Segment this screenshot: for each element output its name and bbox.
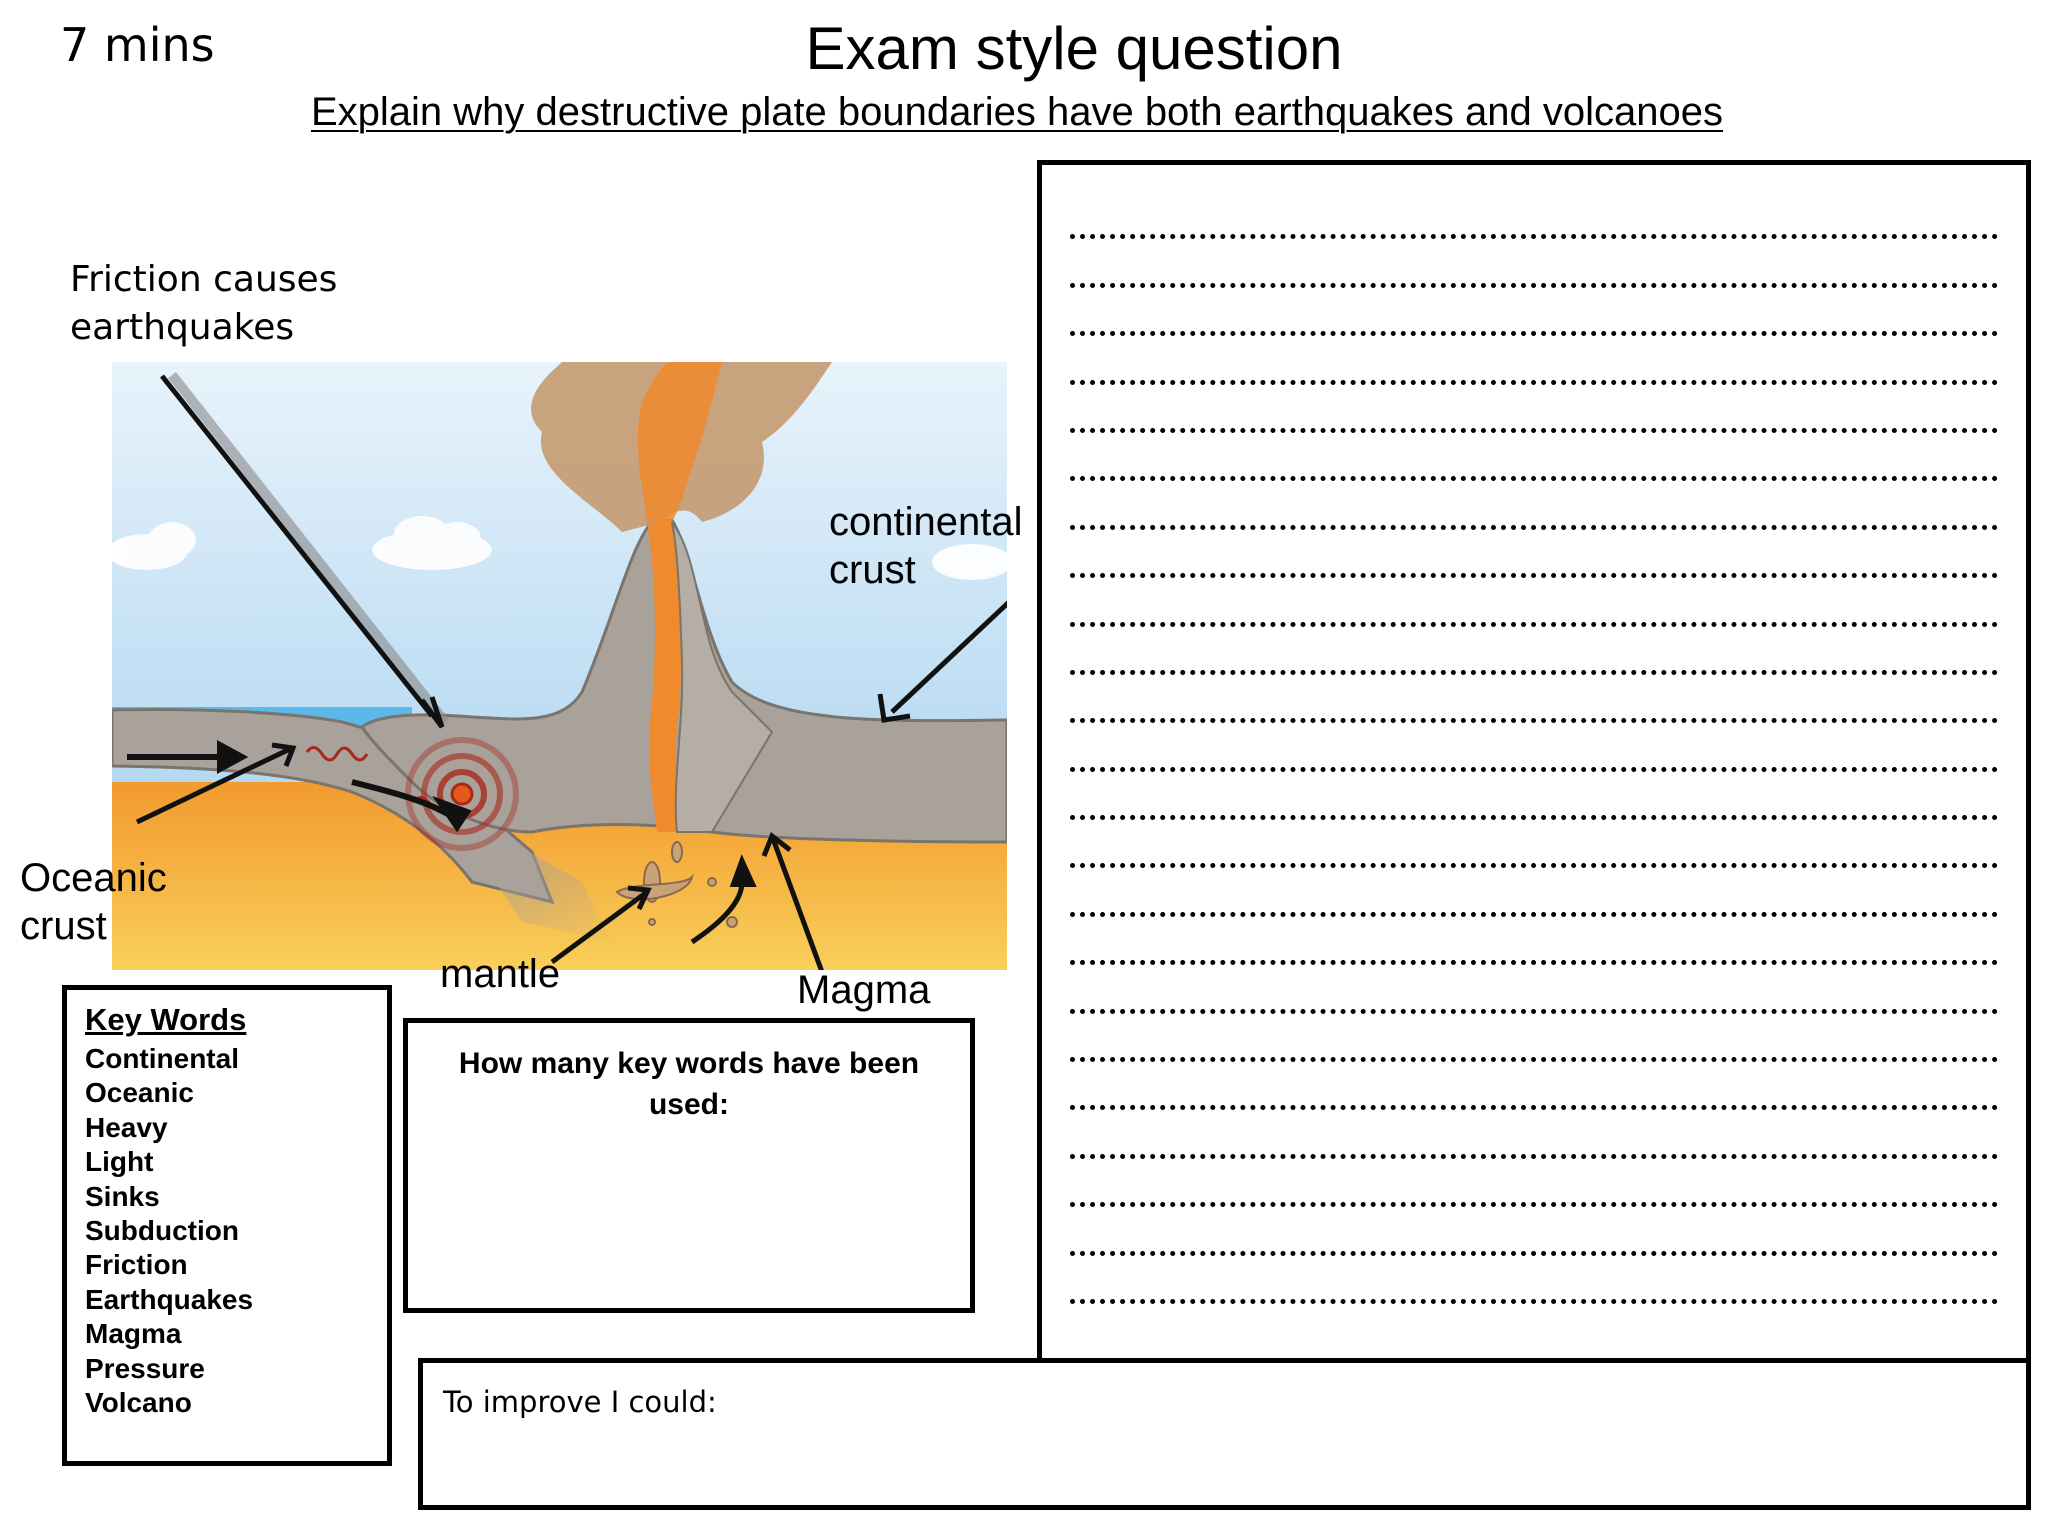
- subducting-plate-fade: [442, 802, 612, 942]
- key-word-item: Continental: [85, 1043, 239, 1074]
- label-oceanic-line2: crust: [20, 904, 107, 948]
- key-words-title: Key Words: [85, 1002, 247, 1037]
- earthquake-icon: [305, 737, 519, 851]
- key-word-count-box[interactable]: How many key words have been used:: [403, 1018, 975, 1313]
- cloud: [112, 516, 1007, 580]
- answer-line[interactable]: [1070, 191, 1998, 240]
- answer-line[interactable]: [1070, 1014, 1998, 1063]
- key-words-box: Key Words Continental Oceanic Heavy Ligh…: [62, 985, 392, 1466]
- label-mantle: mantle: [440, 952, 561, 996]
- answer-line[interactable]: [1070, 530, 1998, 579]
- answer-line[interactable]: [1070, 1110, 1998, 1159]
- key-word-item: Light: [85, 1146, 154, 1178]
- answer-line[interactable]: [1070, 1207, 1998, 1256]
- answer-line[interactable]: [1070, 385, 1998, 433]
- time-limit: 7 mins: [60, 18, 215, 72]
- key-word-item: Sinks: [85, 1180, 160, 1212]
- label-oceanic-line1: Oceanic: [20, 856, 167, 900]
- plate-boundary-diagram: [112, 362, 1007, 970]
- answer-line[interactable]: [1070, 820, 1998, 869]
- answer-line[interactable]: [1070, 675, 1998, 724]
- plate-motion-arrows: [127, 739, 757, 945]
- key-word-item: Heavy: [85, 1111, 168, 1143]
- label-friction-line2: earthquakes: [70, 307, 295, 348]
- improve-label: To improve I could:: [443, 1385, 717, 1419]
- magma-blobs: [615, 841, 738, 928]
- label-friction: Friction causes earthquakes: [70, 256, 337, 352]
- count-prompt-line2: used:: [648, 1088, 729, 1121]
- key-word-item: Subduction: [85, 1215, 239, 1247]
- answer-line[interactable]: [1070, 868, 1998, 917]
- label-continental-line1: continental: [829, 500, 1023, 544]
- volcano-right-flank: [671, 521, 774, 833]
- answer-line[interactable]: [1070, 1256, 1998, 1304]
- question-text: Explain why destructive plate boundaries…: [310, 90, 1724, 134]
- improvement-box[interactable]: To improve I could:: [418, 1358, 2031, 1510]
- answer-line[interactable]: [1070, 723, 1998, 772]
- label-oceanic-crust: Oceanic crust: [20, 854, 167, 950]
- key-word-item: Magma: [85, 1318, 182, 1350]
- key-word-item: Volcano: [85, 1387, 192, 1419]
- answer-area[interactable]: [1037, 160, 2031, 1365]
- answer-line[interactable]: [1070, 627, 1998, 675]
- answer-line[interactable]: [1070, 772, 1998, 821]
- answer-line[interactable]: [1070, 239, 1998, 288]
- label-continental-line2: crust: [829, 548, 916, 592]
- answer-line[interactable]: [1070, 578, 1998, 627]
- answer-line[interactable]: [1070, 336, 1998, 385]
- answer-line[interactable]: [1070, 288, 1998, 337]
- label-pointers: [135, 371, 1007, 970]
- page-title: Exam style question: [805, 15, 1343, 82]
- answer-lines: [1070, 191, 1998, 1304]
- label-continental-crust: continental crust: [829, 498, 1022, 594]
- answer-line[interactable]: [1070, 1159, 1998, 1208]
- key-word-item: Pressure: [85, 1352, 205, 1384]
- answer-line[interactable]: [1070, 481, 1998, 530]
- answer-line[interactable]: [1070, 433, 1998, 482]
- answer-line[interactable]: [1070, 1062, 1998, 1111]
- key-word-item: Oceanic: [85, 1077, 194, 1109]
- answer-line[interactable]: [1070, 917, 1998, 966]
- count-prompt-line1: How many key words have been: [458, 1047, 920, 1080]
- magma-vent: [647, 520, 682, 832]
- key-word-item: Earthquakes: [85, 1283, 254, 1315]
- answer-line[interactable]: [1070, 965, 1998, 1014]
- label-magma: Magma: [797, 968, 931, 1012]
- label-friction-line1: Friction causes: [70, 259, 338, 300]
- eruption-core: [637, 362, 722, 522]
- question-prompt: Explain why destructive plate boundaries…: [0, 90, 2048, 135]
- key-word-item: Friction: [85, 1249, 188, 1281]
